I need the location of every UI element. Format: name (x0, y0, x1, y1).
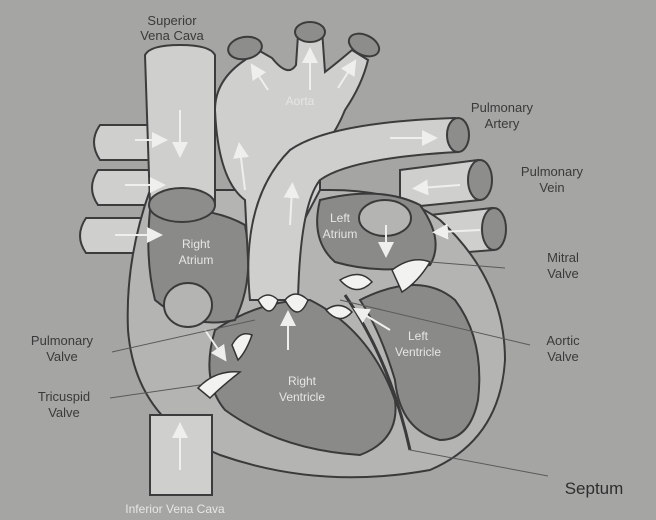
label-pulmonary-vein-2: Vein (539, 180, 564, 195)
label-left-atrium-1: Left (330, 211, 351, 225)
label-aortic-valve-1: Aortic (546, 333, 580, 348)
label-aortic-valve-2: Valve (547, 349, 579, 364)
label-right-atrium-2: Atrium (179, 253, 214, 267)
label-right-ventricle-2: Ventricle (279, 390, 325, 404)
label-superior-vena-cava-1: Superior (147, 13, 197, 28)
label-pulmonary-valve-1: Pulmonary (31, 333, 94, 348)
label-right-atrium-1: Right (182, 237, 211, 251)
label-aorta: Aorta (286, 94, 315, 108)
label-pulmonary-vein-1: Pulmonary (521, 164, 584, 179)
right-atrium-opening (164, 283, 212, 327)
label-superior-vena-cava-2: Vena Cava (140, 28, 204, 43)
label-left-ventricle-2: Ventricle (395, 345, 441, 359)
label-pulmonary-valve-2: Valve (46, 349, 78, 364)
label-tricuspid-valve-2: Valve (48, 405, 80, 420)
label-mitral-valve-2: Valve (547, 266, 579, 281)
label-septum: Septum (565, 479, 624, 498)
label-pulmonary-artery-2: Artery (485, 116, 520, 131)
label-pulmonary-artery-1: Pulmonary (471, 100, 534, 115)
label-left-ventricle-1: Left (408, 329, 429, 343)
label-mitral-valve-1: Mitral (547, 250, 579, 265)
label-right-ventricle-1: Right (288, 374, 317, 388)
label-tricuspid-valve-1: Tricuspid (38, 389, 90, 404)
label-left-atrium-2: Atrium (323, 227, 358, 241)
label-inferior-vena-cava: Inferior Vena Cava (125, 502, 225, 516)
